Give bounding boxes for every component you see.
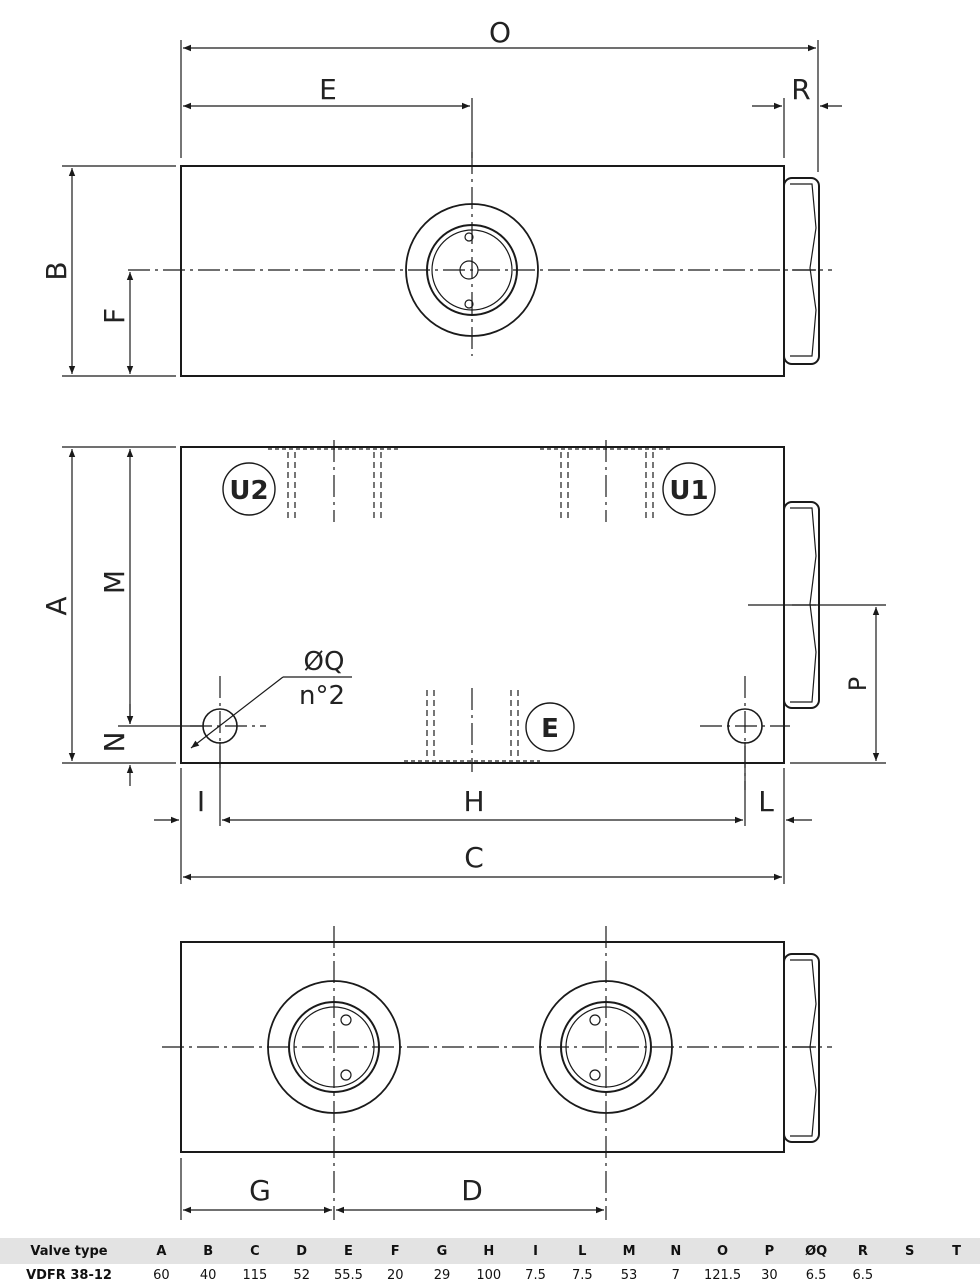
header-g: G (418, 1238, 466, 1264)
cell-h: 100 (476, 1267, 502, 1283)
dim-label-i: I (197, 785, 205, 818)
header-i: I (512, 1238, 559, 1264)
cell-r: 6.5 (852, 1267, 874, 1283)
header-f: F (371, 1238, 419, 1264)
top-view: O E R B F (40, 16, 842, 377)
header-valve-type: Valve type (0, 1238, 139, 1264)
valve-body-front (180, 446, 785, 764)
header-s: S (886, 1238, 934, 1264)
cell-i: 7.5 (525, 1267, 546, 1283)
port-bottom-left (267, 980, 401, 1114)
header-h: H (465, 1238, 513, 1264)
port-top (405, 203, 539, 337)
header-t: T (933, 1238, 980, 1264)
dim-label-r: R (791, 73, 810, 106)
dim-label-h: H (463, 785, 484, 818)
port-u1-marker (662, 462, 716, 516)
front-view: U2 U1 E ØQ n°2 A M N P (40, 440, 886, 884)
cell-q: 6.5 (805, 1267, 827, 1283)
header-q: ØQ (792, 1238, 840, 1264)
cell-a: 60 (153, 1267, 170, 1283)
port-bottom-right (539, 980, 673, 1114)
dim-label-o: O (489, 16, 511, 49)
port-label-u1: U1 (669, 476, 708, 506)
dim-label-n: N (98, 732, 131, 753)
header-r: R (839, 1238, 887, 1264)
dim-label-m: M (98, 570, 131, 594)
cell-t (933, 1264, 980, 1286)
valve-body-top (180, 165, 785, 377)
spec-table: Valve type A B C D E F G H I L M N O P Ø… (0, 1238, 980, 1286)
header-c: C (231, 1238, 279, 1264)
cell-valve-type: VDFR 38-12 (26, 1267, 112, 1283)
cell-n: 7 (671, 1267, 680, 1283)
cell-e: 55.5 (333, 1267, 363, 1283)
hole-diameter-label: ØQ (304, 647, 345, 677)
dim-label-f: F (98, 308, 131, 324)
cell-c: 115 (242, 1267, 268, 1283)
header-o: O (699, 1238, 746, 1264)
technical-drawing: O E R B F (40, 16, 886, 1220)
header-m: M (605, 1238, 653, 1264)
cell-m: 53 (620, 1267, 638, 1283)
dim-label-d: D (461, 1174, 483, 1207)
dim-label-c: C (464, 841, 484, 874)
cell-b: 40 (199, 1267, 217, 1283)
header-l: L (558, 1238, 606, 1264)
cell-g: 29 (433, 1267, 451, 1283)
cell-s (886, 1264, 933, 1286)
nut-top (783, 177, 820, 365)
port-u2-marker (222, 462, 276, 516)
bottom-view: G D (162, 926, 832, 1220)
spec-table-header-row: Valve type A B C D E F G H I L M N O P Ø… (0, 1238, 980, 1264)
dim-label-g: G (249, 1174, 271, 1207)
cell-f: 20 (386, 1267, 404, 1283)
dim-label-a: A (40, 596, 73, 615)
hole-count-label: n°2 (299, 681, 345, 711)
header-p: P (745, 1238, 793, 1264)
nut-bottom (783, 953, 820, 1143)
cell-o: 121.5 (703, 1267, 742, 1283)
dim-label-l: L (758, 785, 774, 818)
header-b: B (184, 1238, 232, 1264)
port-label-u2: U2 (229, 476, 268, 506)
dim-label-b: B (40, 261, 73, 280)
port-label-e: E (541, 714, 559, 744)
header-d: D (278, 1238, 326, 1264)
dim-label-e: E (319, 73, 337, 106)
header-e: E (325, 1238, 372, 1264)
header-a: A (138, 1238, 185, 1264)
cell-d: 52 (293, 1267, 310, 1283)
header-n: N (652, 1238, 700, 1264)
dim-label-p: P (844, 677, 872, 691)
port-e-marker (525, 702, 575, 752)
cell-l: 7.5 (571, 1267, 593, 1283)
cell-p: 30 (761, 1267, 778, 1283)
table-row: VDFR 38-12 60 40 115 52 55.5 20 29 100 7… (0, 1264, 980, 1286)
